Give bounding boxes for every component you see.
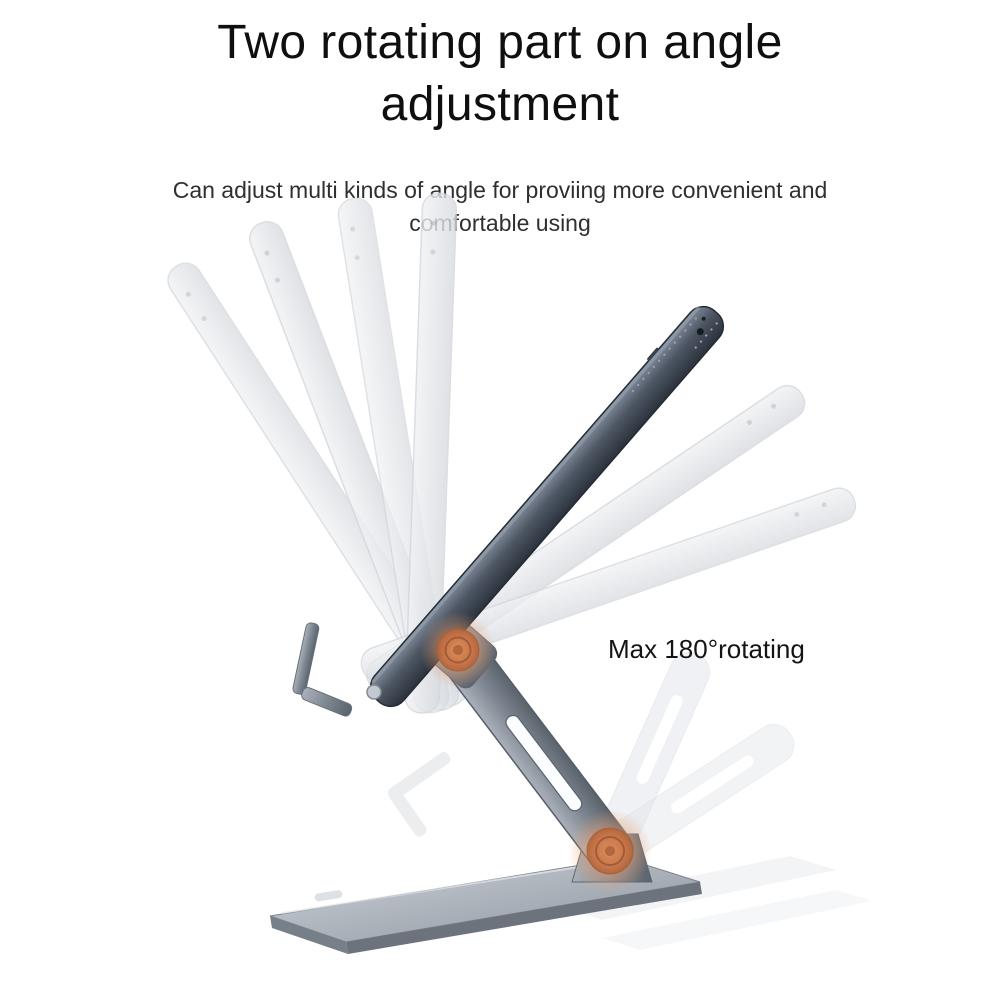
camera-dot (696, 328, 704, 336)
page-title: Two rotating part on angle adjustment (0, 12, 1000, 136)
brand-mark (314, 890, 343, 902)
upper-rotating-joint (420, 612, 496, 688)
max-rotation-label: Max 180°rotating (608, 634, 805, 664)
arm-slot (505, 714, 583, 812)
ghost-hook (387, 751, 451, 837)
tablet-hook (292, 622, 353, 717)
title-line-1: Two rotating part on angle (217, 16, 783, 69)
subtitle-line-1: Can adjust multi kinds of angle for prov… (172, 177, 828, 203)
side-button (647, 347, 659, 361)
thumbscrew (366, 684, 382, 700)
title-line-2: adjustment (380, 78, 620, 131)
lower-rotating-joint (568, 809, 652, 893)
camera-dot (701, 316, 706, 321)
main-tablet (369, 305, 725, 708)
ghost-base (602, 890, 872, 950)
